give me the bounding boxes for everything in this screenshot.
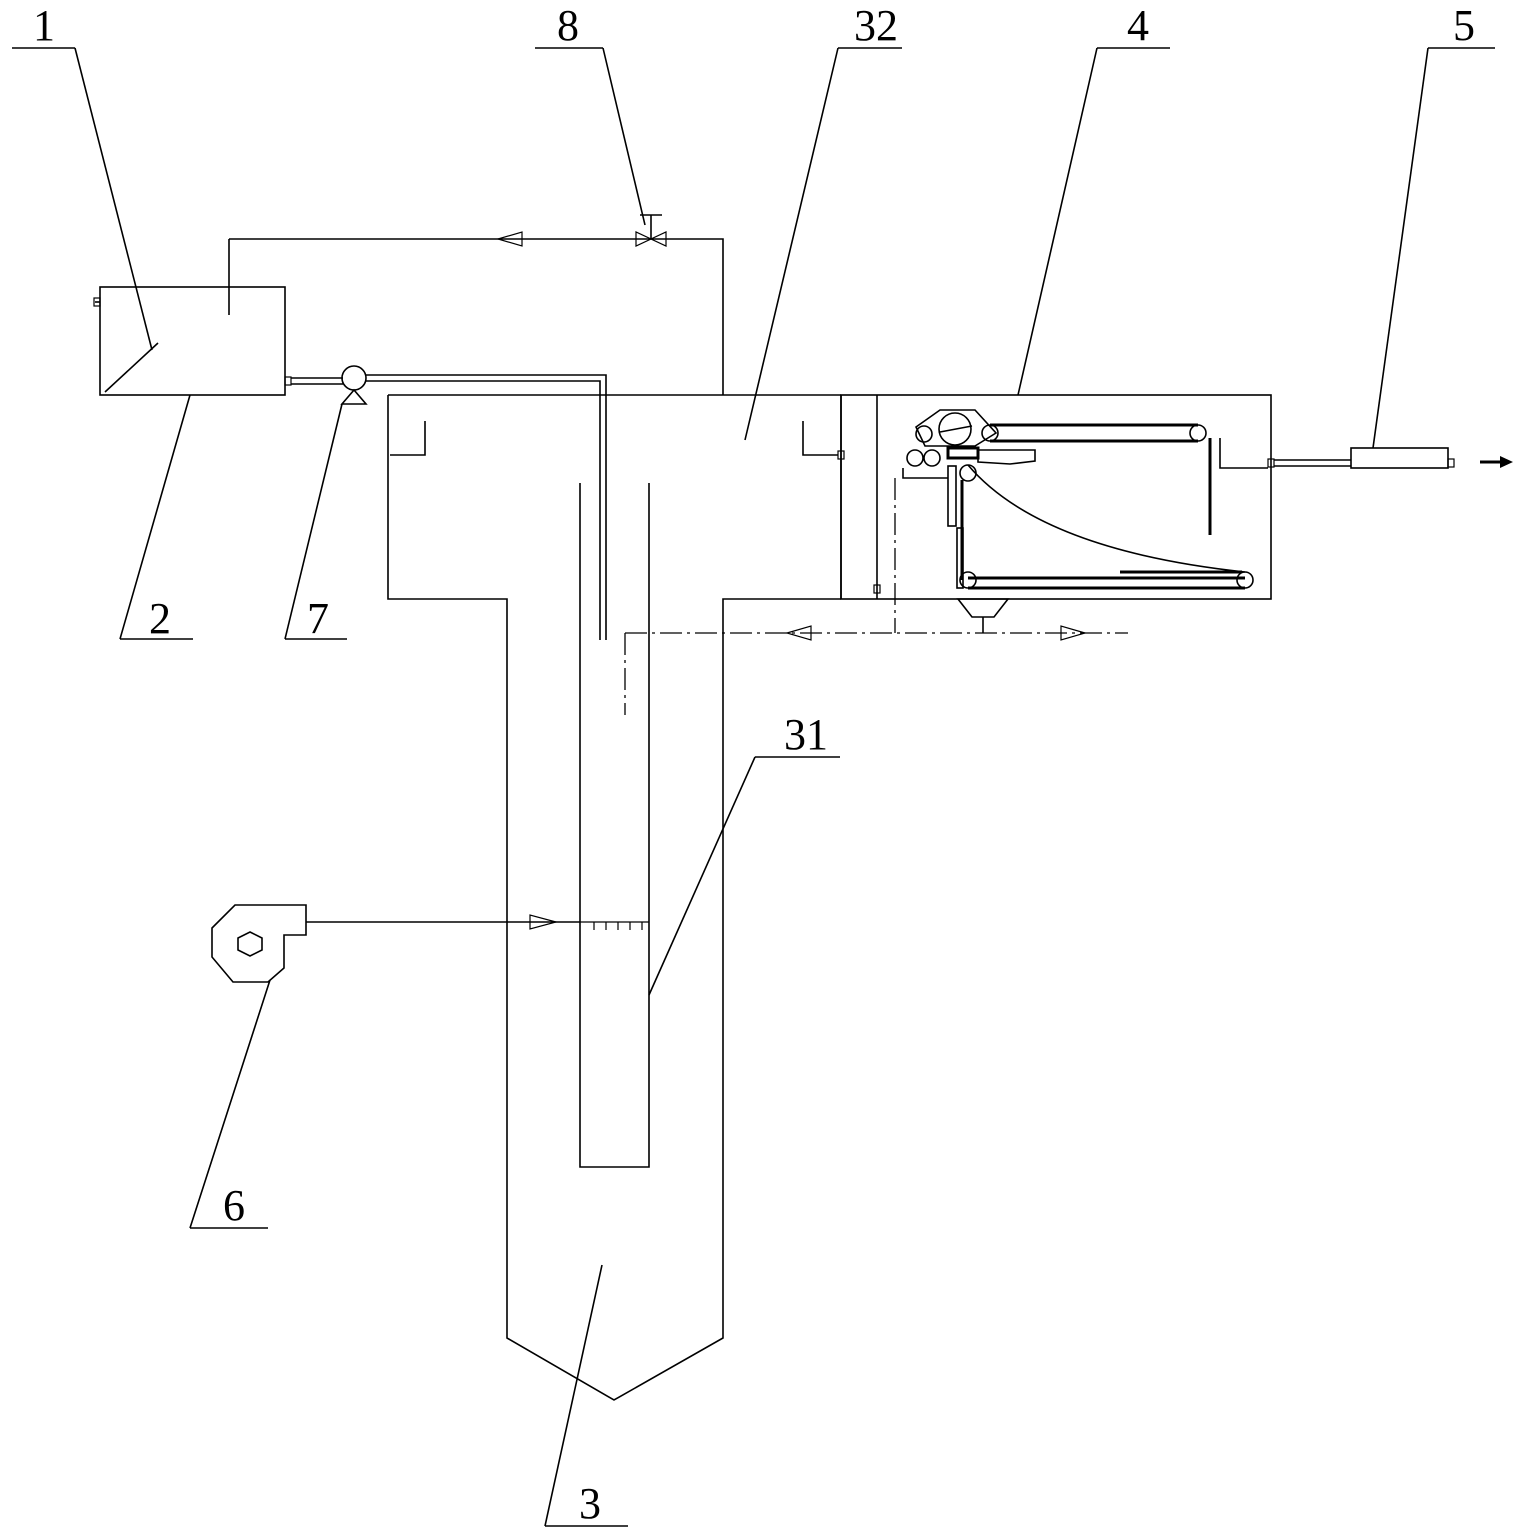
label-32: 32 [854,1,898,50]
pump-icon [341,365,367,391]
blower-6 [211,904,580,983]
label-5: 5 [1453,1,1475,50]
label-7: 7 [307,594,329,643]
dashed-return-line [624,478,1128,715]
inclined-plate-1 [104,342,159,393]
label-3: 3 [579,1479,601,1528]
labels: 1 8 32 4 5 2 7 31 6 3 [33,1,1475,1528]
fan-icon [237,931,263,957]
flow-arrow-left [495,231,523,247]
label-31: 31 [784,710,828,759]
flow-arrow-right [529,914,559,930]
label-1: 1 [33,1,55,50]
pump-7 [284,365,607,640]
label-8: 8 [557,1,579,50]
valve-8-icon [635,214,667,247]
filter-5 [1267,447,1513,469]
label-4: 4 [1127,1,1149,50]
label-2: 2 [149,594,171,643]
tank-2 [93,239,286,396]
inner-tube-31 [579,483,650,1168]
outflow-arrow-icon [1500,456,1513,468]
label-6: 6 [223,1181,245,1230]
leader-lines [12,47,1495,1527]
unit-4 [840,394,1272,633]
vessel-3 [387,394,881,1401]
flow-arrow-left [784,625,812,641]
flow-arrow-right [1060,625,1088,641]
recirculation-line [229,214,724,395]
